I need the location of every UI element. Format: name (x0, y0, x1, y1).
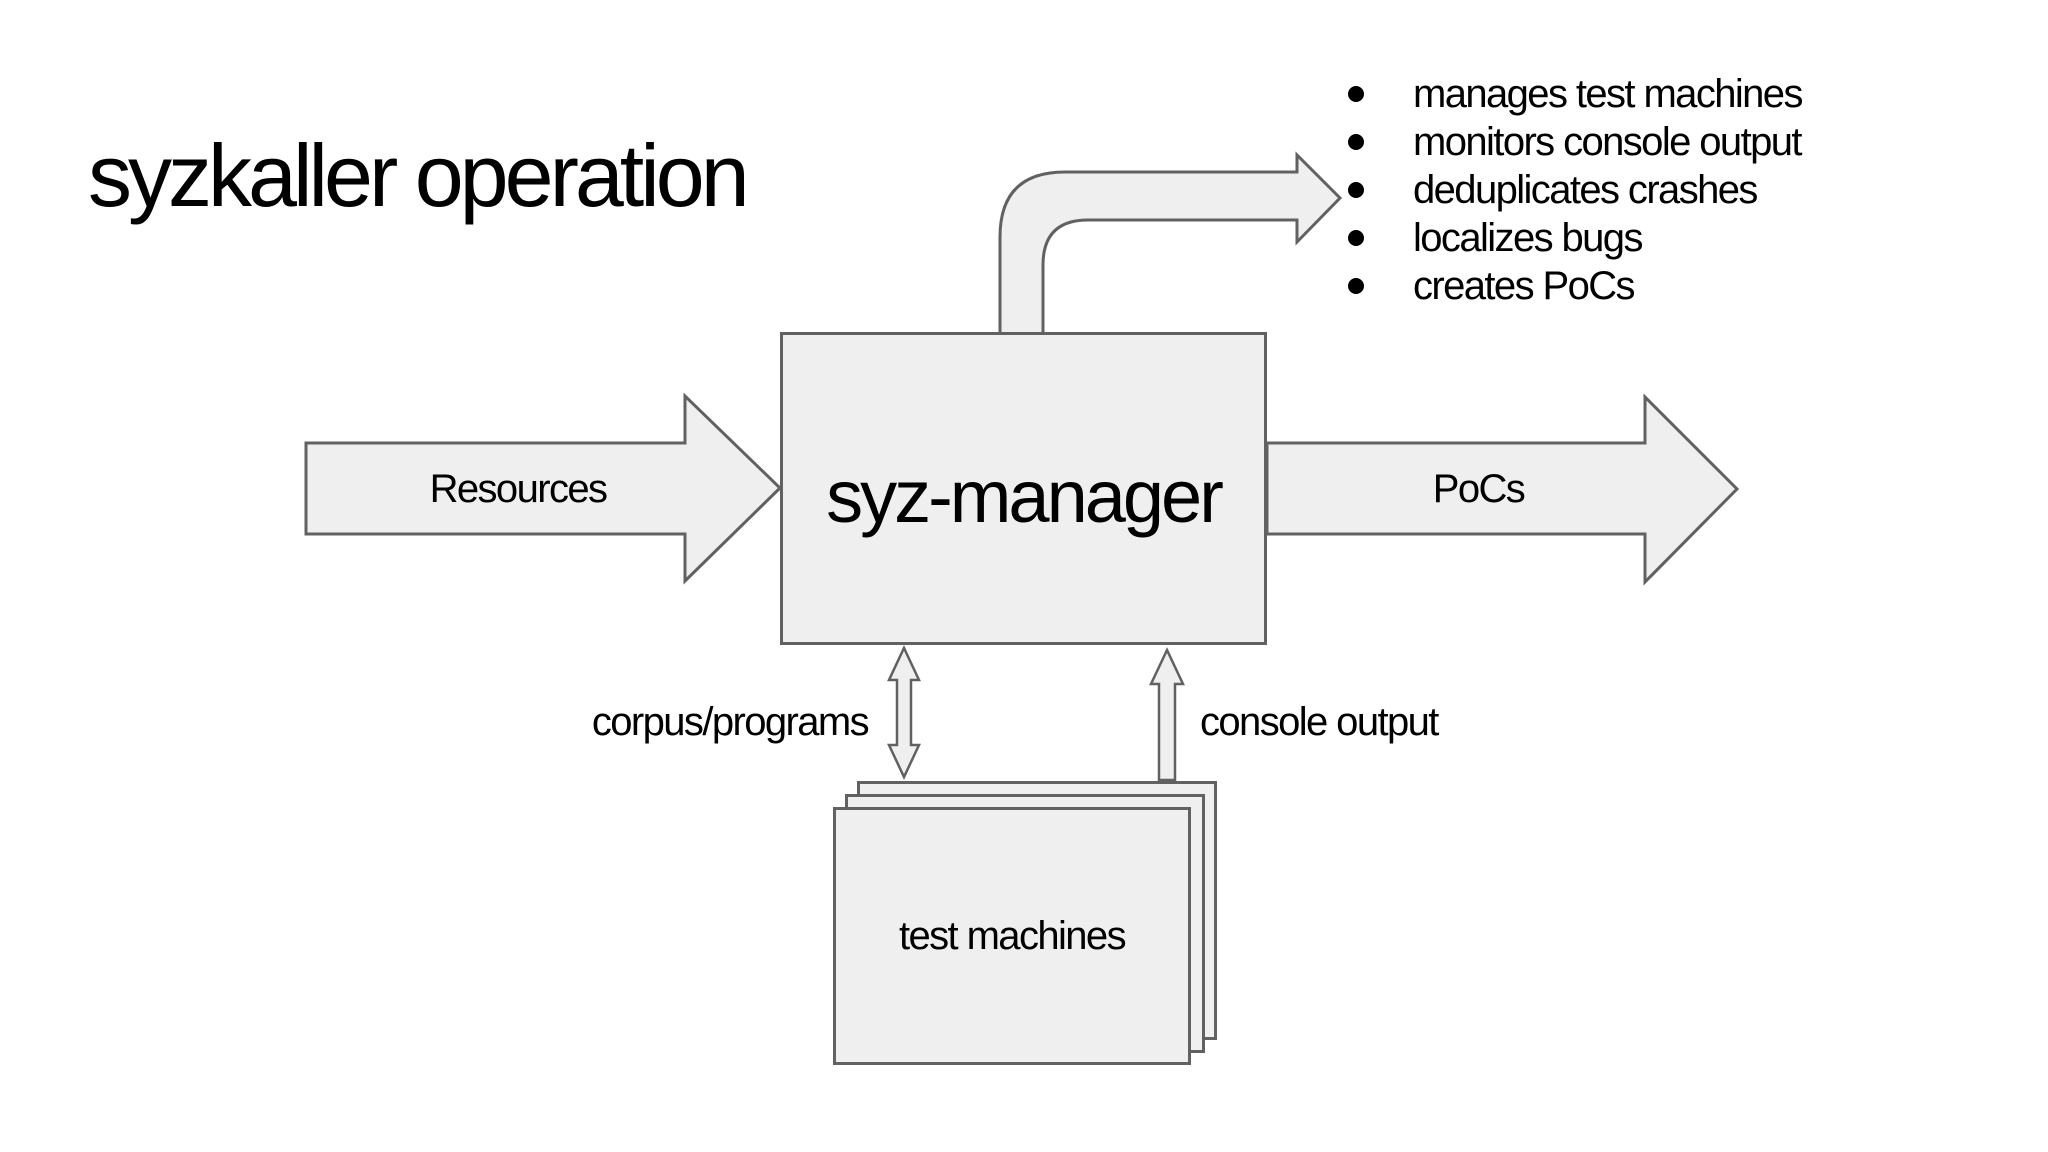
bullet-dot (1348, 278, 1364, 294)
pocs-arrow (1265, 393, 1740, 586)
syz-manager-box: syz-manager (780, 332, 1267, 645)
resources-arrow (304, 392, 783, 585)
bullet-dot (1348, 134, 1364, 150)
capability-item: manages test machines (1348, 70, 1803, 118)
capability-item: deduplicates crashes (1348, 166, 1802, 214)
bullet-dot (1348, 86, 1364, 102)
capability-item: localizes bugs (1348, 214, 1802, 262)
capability-text: creates PoCs (1413, 263, 1636, 308)
capabilities-bent-arrow (998, 151, 1343, 342)
pocs-label: PoCs (1432, 466, 1526, 511)
corpus-programs-label: corpus/programs (591, 700, 870, 744)
capability-item: monitors console output (1348, 118, 1802, 166)
bullet-dot (1348, 182, 1364, 198)
capability-text: localizes bugs (1413, 215, 1643, 260)
corpus-double-arrow (887, 645, 921, 780)
syz-manager-label: syz-manager (826, 455, 1224, 538)
capability-item: creates PoCs (1348, 262, 1802, 310)
slide-title: syzkaller operation (88, 126, 750, 225)
capabilities-list: manages test machines monitors console o… (1348, 70, 1803, 310)
test-machines-box: test machines (833, 807, 1191, 1065)
capability-text: monitors console output (1413, 119, 1802, 164)
bullet-dot (1348, 230, 1364, 246)
test-machines-label: test machines (899, 913, 1127, 958)
capability-text: manages test machines (1413, 71, 1803, 116)
resources-label: Resources (429, 466, 608, 511)
console-up-arrow (1149, 647, 1185, 782)
console-output-label: console output (1200, 700, 1439, 744)
capability-text: deduplicates crashes (1413, 167, 1758, 212)
